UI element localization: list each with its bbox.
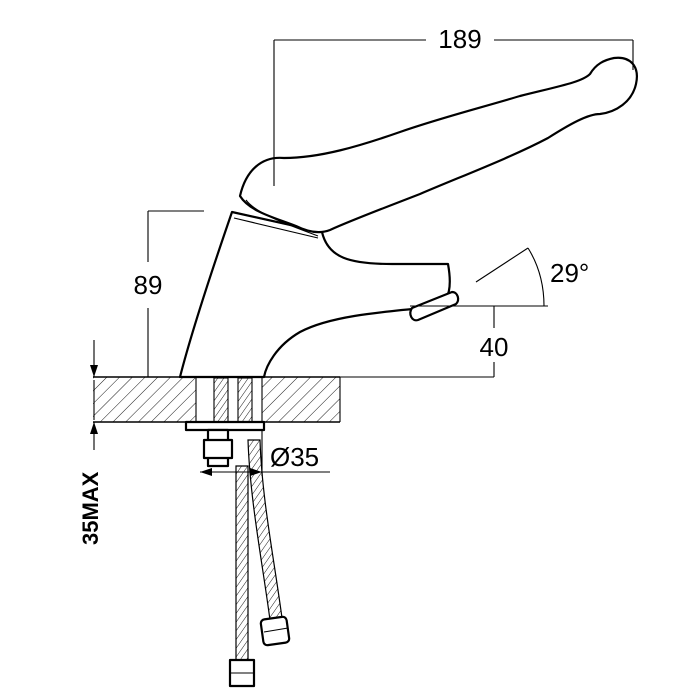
mounting-shank (184, 377, 266, 468)
dimension-hole-diameter: Ø35 (200, 430, 330, 476)
dimension-spout-height: 40 (340, 306, 509, 378)
lever-handle (238, 56, 638, 237)
dim-label-40: 40 (480, 332, 509, 362)
dimension-handle-angle: 29° (410, 247, 589, 307)
dimension-counter-thickness: 35MAX (78, 340, 103, 545)
dimension-body-height: 89 (134, 210, 204, 377)
dim-label-diameter-35: Ø35 (270, 442, 319, 472)
dim-label-89: 89 (134, 270, 163, 300)
flexible-hoses (228, 439, 291, 688)
dim-label-35max: 35MAX (78, 471, 103, 545)
dimension-handle-length: 189 (273, 24, 634, 186)
faucet-body (178, 210, 460, 379)
dim-label-29deg: 29° (550, 258, 589, 288)
dim-label-189: 189 (438, 24, 481, 54)
